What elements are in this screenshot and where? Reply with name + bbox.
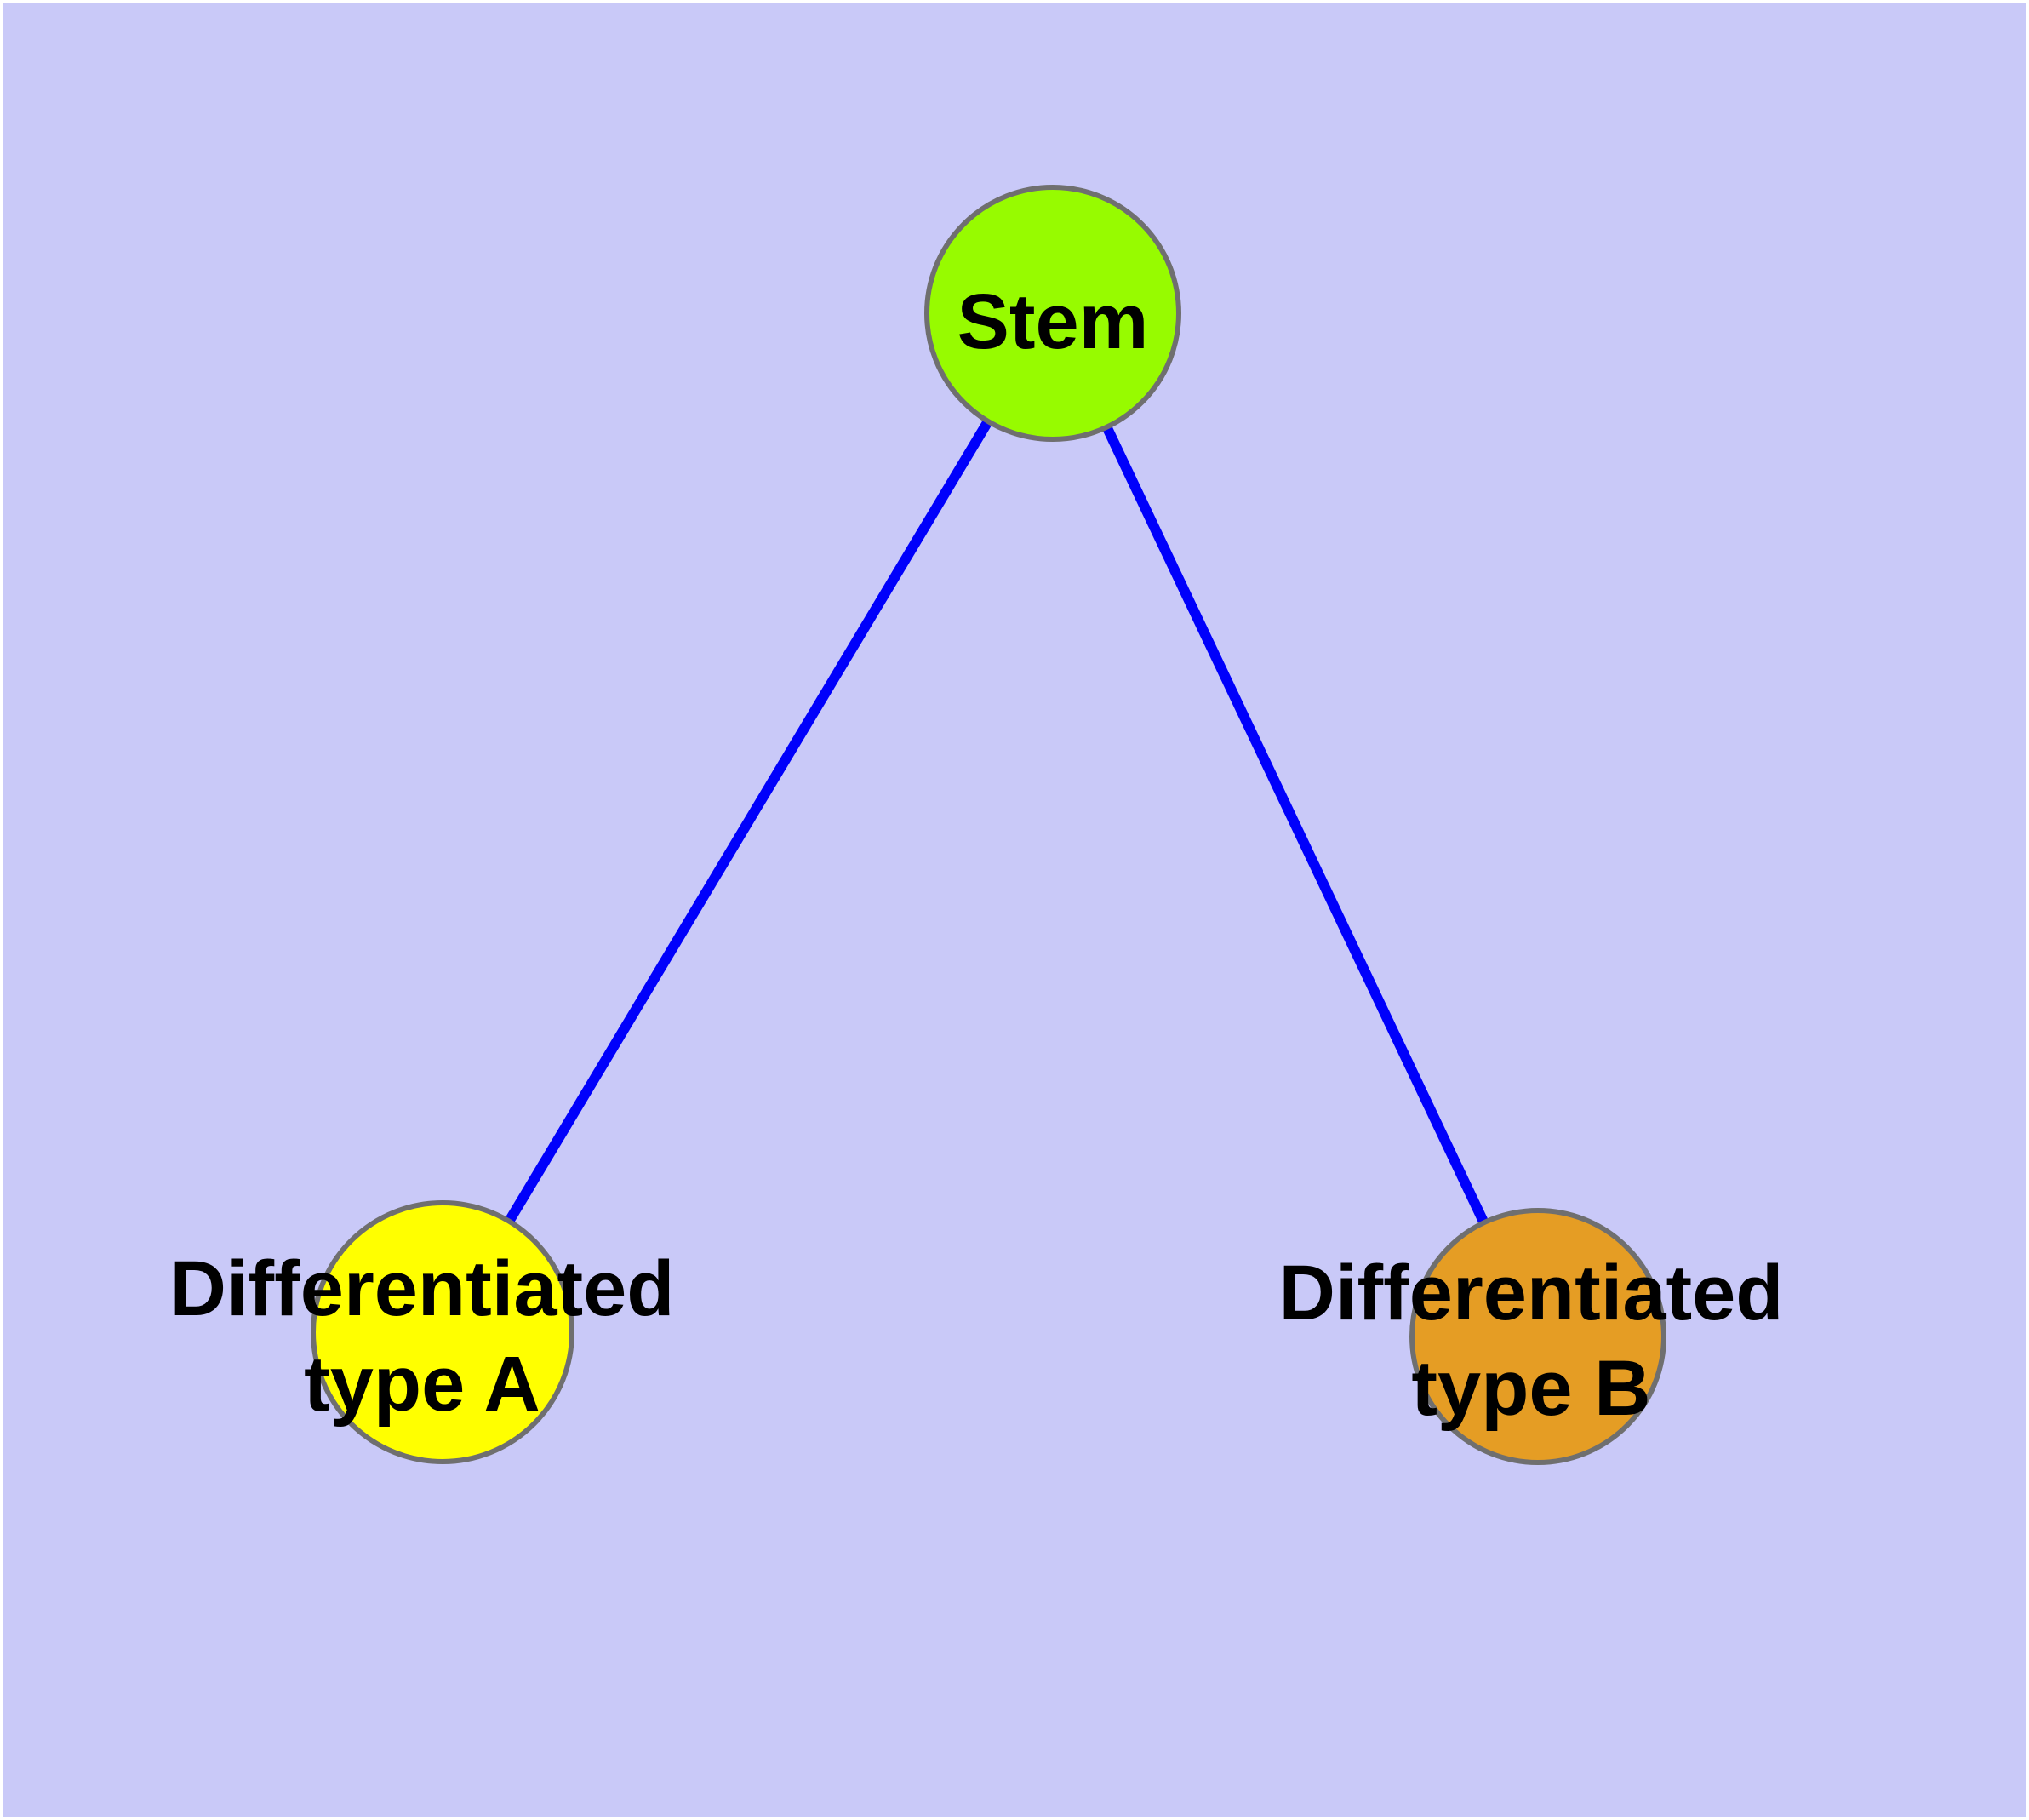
node-diff-a-label-line-2: type A: [304, 1341, 540, 1428]
node-diff-b-label-line-1: Differentiated: [1279, 1250, 1784, 1336]
node-diff-b-label-line-2: type B: [1411, 1345, 1650, 1432]
node-diff-a-circle: [311, 1200, 574, 1464]
node-stem-label-line-1: Stem: [957, 278, 1149, 365]
edge-stem-to-b: [1048, 311, 1543, 1339]
node-stem-circle: [924, 185, 1181, 442]
edge-stem-to-a: [437, 310, 1058, 1336]
node-diff-b-circle: [1409, 1208, 1666, 1465]
node-diff-a-label-line-1: Differentiated: [170, 1245, 675, 1332]
